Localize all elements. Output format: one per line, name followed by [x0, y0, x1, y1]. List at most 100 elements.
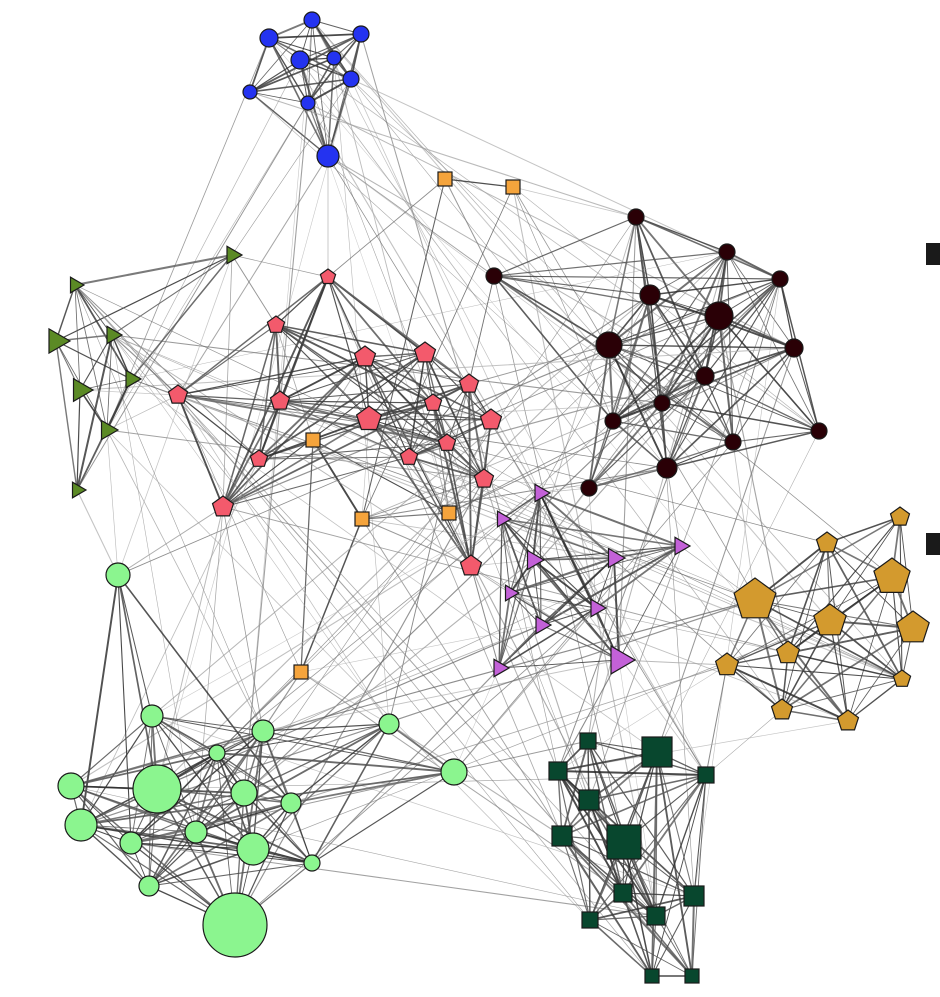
graph-edge: [726, 251, 820, 432]
graph-edge: [70, 785, 236, 926]
graph-edge: [754, 576, 893, 601]
orange-square-node: [437, 171, 453, 187]
graph-edge: [613, 557, 620, 661]
gold-pentagon-node: [889, 506, 911, 526]
graph-edge: [781, 627, 914, 711]
graph-edge: [130, 842, 657, 917]
graph-edge: [512, 186, 614, 422]
graph-edge: [222, 356, 366, 508]
graph-edge: [561, 835, 693, 977]
graph-edge: [793, 347, 820, 432]
graph-edge: [177, 324, 277, 396]
graph-edge: [661, 402, 695, 897]
graph-edge: [364, 356, 410, 458]
graph-edge: [512, 186, 637, 218]
graph-edge: [70, 785, 254, 850]
graph-edge: [829, 620, 903, 680]
maroon-circle-node: [724, 433, 742, 451]
graph-edge: [512, 186, 789, 654]
olive-triangle-node: [72, 377, 95, 403]
graph-edge: [666, 315, 720, 469]
node-layer: [48, 11, 930, 984]
graph-edge: [106, 394, 179, 431]
graph-edge: [350, 78, 668, 469]
graph-edge: [561, 751, 658, 837]
salmon-pentagon-node: [423, 393, 443, 411]
graph-edge: [649, 294, 734, 443]
graph-edge: [608, 344, 893, 578]
graph-edge: [557, 770, 624, 894]
graph-edge: [249, 78, 352, 93]
graph-edge: [651, 915, 657, 977]
graph-edge: [361, 518, 472, 567]
graph-edge: [368, 418, 448, 444]
graph-edge: [258, 402, 434, 460]
graph-edge: [350, 78, 781, 280]
mint-circle-node: [57, 772, 85, 800]
graph-edge: [311, 771, 455, 864]
graph-edge: [117, 574, 292, 804]
graph-edge: [540, 624, 620, 661]
graph-edge: [148, 730, 264, 887]
graph-edge: [635, 216, 720, 317]
graph-edge: [151, 715, 264, 732]
graph-edge: [589, 915, 657, 921]
graph-edge: [130, 842, 313, 864]
graph-edge: [249, 91, 637, 218]
darkgreen-square-node: [683, 885, 705, 907]
orange-square-node: [505, 179, 521, 195]
graph-edge: [216, 492, 541, 754]
graph-edge: [350, 78, 541, 494]
graph-edge: [557, 770, 707, 776]
graph-edge: [111, 334, 756, 601]
graph-edge: [106, 429, 119, 576]
graph-edge: [327, 276, 434, 404]
graph-edge: [151, 294, 651, 717]
graph-edge: [177, 155, 329, 396]
graph-edge: [666, 430, 820, 469]
graph-edge: [589, 919, 693, 977]
violet-triangle-node: [590, 598, 608, 618]
violet-triangle-node: [526, 549, 546, 571]
graph-edge: [258, 324, 277, 460]
graph-edge: [661, 251, 728, 404]
graph-edge: [243, 723, 390, 794]
graph-edge: [656, 347, 795, 753]
maroon-circle-node: [656, 457, 678, 479]
graph-edge: [117, 574, 153, 717]
graph-edge: [117, 506, 224, 576]
graph-edge: [249, 19, 313, 93]
olive-triangle-node: [106, 325, 124, 345]
salmon-pentagon-node: [399, 447, 419, 465]
graph-edge: [80, 458, 260, 826]
graph-edge: [448, 347, 795, 514]
graph-edge: [490, 419, 597, 609]
darkgreen-square-node: [579, 732, 597, 750]
graph-edge: [268, 37, 789, 654]
graph-edge: [444, 178, 514, 188]
graph-edge: [847, 678, 903, 722]
mint-circle-node: [184, 820, 208, 844]
graph-edge: [151, 518, 503, 717]
graph-edge: [470, 478, 485, 567]
graph-edge: [70, 785, 150, 887]
graph-edge: [361, 478, 485, 520]
graph-edge: [666, 278, 781, 469]
graph-edge: [509, 557, 615, 594]
graph-edge: [106, 429, 485, 480]
graph-edge: [249, 91, 329, 157]
graph-edge: [691, 895, 695, 977]
graph-edge: [80, 574, 119, 826]
graph-edge: [588, 344, 610, 489]
graph-edge: [364, 356, 434, 404]
salmon-pentagon-node: [458, 373, 480, 393]
graph-edge: [234, 607, 597, 926]
graph-edge: [275, 324, 448, 444]
graph-edge: [408, 402, 434, 458]
graph-edge: [222, 456, 410, 508]
graph-edge: [718, 315, 734, 443]
graph-edge: [693, 774, 707, 897]
graph-edge: [70, 785, 132, 844]
graph-edge: [327, 178, 446, 278]
